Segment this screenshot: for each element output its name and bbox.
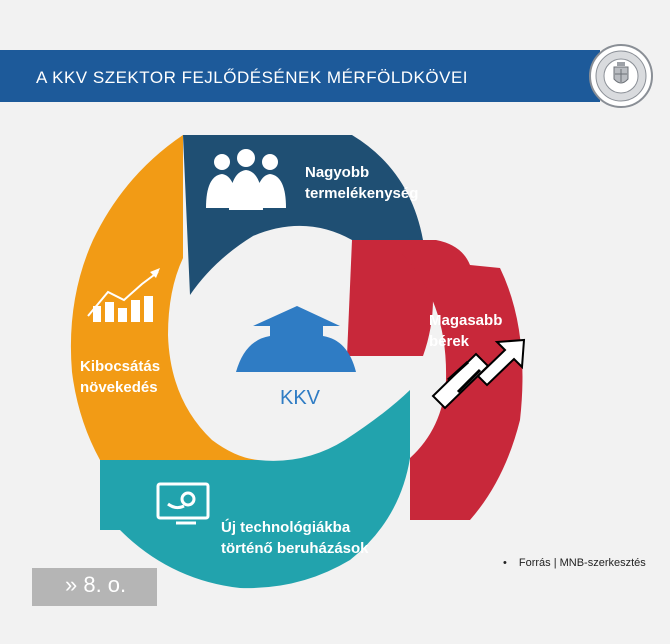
- technology-settings-icon: [156, 482, 210, 525]
- label-productivity: Nagyobb termelékenység: [305, 162, 418, 204]
- label-wages-line-2: bérek: [429, 333, 470, 350]
- label-wages: Magasabb bérek: [429, 310, 502, 352]
- money-growth-icon: [431, 338, 526, 410]
- segment-wages: [347, 240, 433, 356]
- label-output-line-1: Kibocsátás: [80, 358, 161, 375]
- growth-chart-icon: [87, 268, 160, 322]
- page-reference[interactable]: » 8. o.: [65, 572, 127, 597]
- source-note: • Forrás | MNB-szerkesztés: [503, 557, 646, 569]
- title-banner: [0, 50, 600, 102]
- segment-technology-investment: [100, 390, 410, 589]
- bullet-icon: •: [503, 557, 507, 569]
- label-technology-line-2: történő beruházások: [221, 540, 369, 557]
- segment-output-growth: [70, 135, 258, 460]
- center-label: KKV: [280, 387, 321, 409]
- up-arrow-icon: [236, 306, 356, 372]
- source-text: Forrás | MNB-szerkesztés: [518, 557, 646, 569]
- mnb-seal-logo: [589, 44, 653, 108]
- label-productivity-line-1: Nagyobb: [305, 164, 370, 181]
- label-technology-investment: Új technológiákba történő beruházások: [221, 517, 369, 559]
- page-title: A KKV SZEKTOR FEJLŐDÉSÉNEK MÉRFÖLDKÖVEI: [36, 68, 469, 87]
- label-productivity-line-2: termelékenység: [305, 185, 419, 202]
- people-icon: [206, 149, 286, 210]
- label-wages-line-1: Magasabb: [429, 312, 503, 329]
- page-reference-box[interactable]: [32, 568, 157, 606]
- label-output-growth: Kibocsátás növekedés: [80, 356, 160, 398]
- label-technology-line-1: Új technológiákba: [221, 519, 351, 536]
- label-output-line-2: növekedés: [80, 379, 158, 396]
